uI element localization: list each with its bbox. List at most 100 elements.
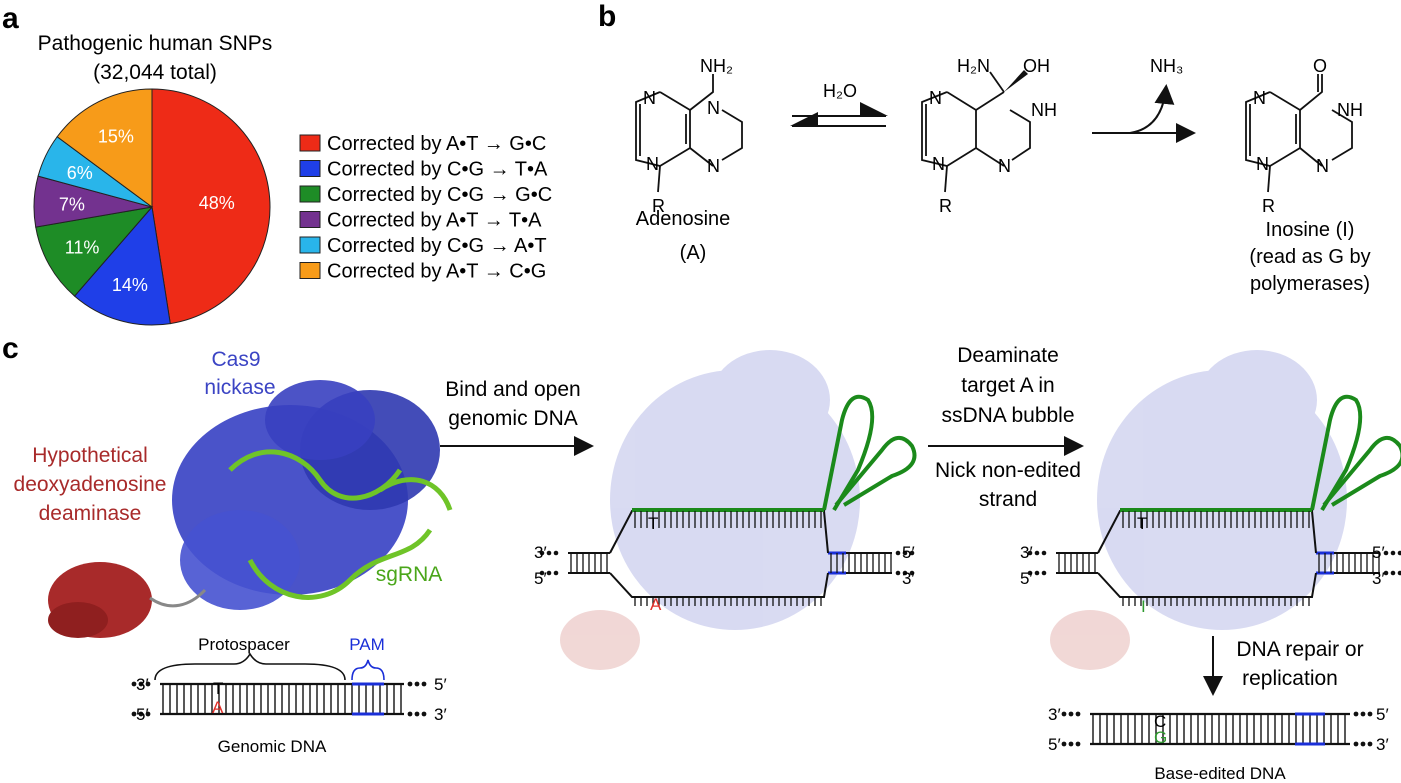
step4-line2: replication — [1242, 667, 1338, 690]
sgrna-label: sgRNA — [376, 563, 443, 586]
adenosine-label: Adenosine — [636, 208, 731, 230]
genomic-5prime-right: 5′ — [434, 675, 447, 694]
ammonia-release-arrow — [1129, 84, 1175, 134]
r-loop-bubble-1 — [539, 394, 917, 606]
step3-line1: Nick non-edited — [935, 459, 1081, 482]
pie-legend: Corrected by A•T → G•C Corrected by C•G →… — [299, 133, 552, 283]
pie-slice-label: 7% — [59, 194, 85, 214]
inosine-note-line1: (read as G by — [1249, 246, 1370, 268]
water-label: H₂O — [823, 81, 857, 101]
inosine-n7: N — [1253, 88, 1266, 108]
genomic-3prime-left: 3′ — [136, 675, 149, 694]
step1-line2: genomic DNA — [448, 407, 578, 430]
strand-continuation-dot — [909, 550, 915, 556]
bubble1-base-a: A — [650, 595, 662, 614]
genomic-dna-label: Genomic DNA — [218, 737, 327, 756]
cas9-label-line1: Cas9 — [211, 348, 260, 371]
adenosine-n9: N — [646, 154, 659, 174]
pie-slice-label: 48% — [199, 193, 235, 213]
strand-continuation-dot — [539, 570, 545, 576]
legend-label: Corrected by C•G → T•A — [327, 159, 548, 181]
strand-continuation-dot — [1027, 550, 1033, 556]
pie-slice — [35, 206, 154, 297]
strand-continuation-dot — [407, 681, 413, 687]
strand-continuation-dot — [1397, 570, 1401, 576]
adenosine-abbr: (A) — [680, 242, 707, 264]
strand-continuation-dot — [1041, 550, 1047, 556]
bubble1-5prime-left: 5′ — [534, 569, 547, 588]
strand-continuation-dot — [902, 570, 908, 576]
strand-continuation-dot — [414, 711, 420, 717]
bubble1-3prime-left: 3′ — [534, 543, 547, 562]
sgrna-hairpin-1 — [822, 394, 875, 512]
intermediate-n3: N — [998, 156, 1011, 176]
strand-continuation-dot — [902, 550, 908, 556]
protospacer-label: Protospacer — [198, 635, 290, 654]
adenosine-nh2: NH₂ — [700, 56, 733, 76]
panel-b-letter: b — [598, 0, 616, 33]
bubble2-base-i: I — [1141, 597, 1146, 616]
deaminase-protein — [48, 562, 207, 638]
strand-continuation-dot — [131, 711, 137, 717]
strand-continuation-dot — [1383, 570, 1389, 576]
inosine-structure — [1245, 74, 1353, 193]
strand-continuation-dot — [1390, 550, 1396, 556]
edited-base-g: G — [1154, 728, 1167, 747]
genomic-5prime-left: 5′ — [136, 705, 149, 724]
strand-continuation-dot — [138, 711, 144, 717]
legend-label: Corrected by C•G → G•C — [327, 184, 552, 206]
edited-5prime-left: 5′ — [1048, 735, 1061, 754]
genomic-base-a: A — [212, 698, 224, 717]
edited-5prime-right: 5′ — [1376, 705, 1389, 724]
pie-slice-label: 14% — [112, 275, 148, 295]
strand-continuation-dot — [1041, 570, 1047, 576]
strand-continuation-dot — [1397, 550, 1401, 556]
intermediate-nh: NH — [1031, 100, 1057, 120]
legend-swatch — [299, 160, 321, 177]
strand-continuation-dot — [421, 711, 427, 717]
genomic-dna-ladder — [131, 681, 427, 717]
legend-label: Corrected by A•T → G•C — [327, 133, 546, 155]
adenosine-n3: N — [707, 156, 720, 176]
target-bottom-strand — [609, 572, 829, 598]
edited-base-c: C — [1154, 712, 1166, 731]
strand-continuation-dot — [145, 681, 151, 687]
strand-continuation-dot — [553, 550, 559, 556]
sgrna-hairpin-2 — [834, 436, 917, 507]
strand-continuation-dot — [421, 681, 427, 687]
strand-continuation-dot — [895, 550, 901, 556]
legend-swatch — [299, 211, 321, 228]
pie-slice — [56, 88, 153, 208]
inosine-nh: NH — [1337, 100, 1363, 120]
strand-continuation-dot — [1068, 711, 1074, 717]
legend-swatch — [299, 262, 321, 279]
wedge-bond — [1004, 70, 1028, 92]
strand-continuation-dot — [546, 570, 552, 576]
base-edited-dna-label: Base-edited DNA — [1154, 764, 1286, 783]
pam-label: PAM — [349, 635, 385, 654]
strand-continuation-dot — [1383, 550, 1389, 556]
strand-continuation-dot — [553, 570, 559, 576]
strand-continuation-dot — [1075, 741, 1081, 747]
pie-chart: 48%14%11%7%6%15% — [33, 88, 271, 326]
strand-continuation-dot — [1353, 711, 1359, 717]
pie-slice-label: 11% — [65, 237, 100, 257]
sgrna-hairpin-2 — [1322, 436, 1401, 507]
strand-continuation-dot — [1360, 741, 1366, 747]
protospacer-bracket — [154, 652, 346, 681]
genomic-3prime-right: 3′ — [434, 705, 447, 724]
bubble2-5prime-left: 5′ — [1020, 569, 1033, 588]
strand-continuation-dot — [1360, 711, 1366, 717]
step4-line1: DNA repair or — [1236, 638, 1363, 661]
panel-a-letter: a — [2, 2, 19, 35]
legend-swatch — [299, 134, 321, 152]
intermediate-n7: N — [929, 88, 942, 108]
adenosine-n7: N — [643, 88, 656, 108]
adenosine-structure — [635, 74, 743, 193]
base-edited-dna-ladder — [1061, 711, 1373, 747]
bubble1-3prime-right: 3′ — [902, 569, 915, 588]
complex-1-ghost — [560, 350, 860, 670]
bubble2-5prime-right: 5′ — [1372, 543, 1385, 562]
inosine-note-line2: polymerases) — [1250, 273, 1370, 295]
